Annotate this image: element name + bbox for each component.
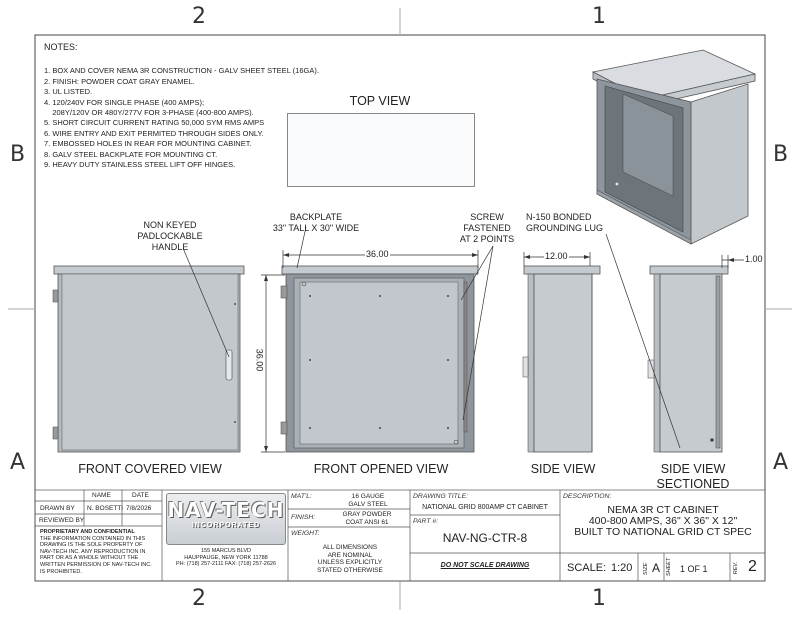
tb-size-label: SIZE xyxy=(643,562,650,576)
note-line: 4. 120/240V FOR SINGLE PHASE (400 AMPS); xyxy=(44,97,205,107)
tb-sheet-label: SHEET xyxy=(666,557,673,577)
tb-reviewed-by-label: REVIEWED BY xyxy=(39,517,85,524)
tb-rev-label: REV. xyxy=(733,561,740,575)
tb-do-not-scale: DO NOT SCALE DRAWING xyxy=(440,562,530,569)
tb-rev: 2 xyxy=(748,558,757,575)
tb-description-label: DESCRIPTION: xyxy=(563,493,612,500)
tb-drawing-title-label: DRAWING TITLE: xyxy=(413,493,469,500)
front-opened-view xyxy=(280,265,479,453)
top-view-title: TOP VIEW xyxy=(349,94,411,108)
zone-top-left: 2 xyxy=(192,4,206,29)
top-view-drawing xyxy=(287,113,475,187)
zone-left-a: A xyxy=(10,450,26,475)
tb-description: NEMA 3R CT CABINET 400-800 AMPS, 36" X 3… xyxy=(574,504,752,538)
tb-part-number: NAV-NG-CTR-8 xyxy=(442,531,528,545)
note-line: 1. BOX AND COVER NEMA 3R CONSTRUCTION - … xyxy=(44,66,319,76)
tb-date-header: DATE xyxy=(132,492,149,499)
tb-weight-label: WEIGHT: xyxy=(291,530,320,537)
zone-bottom-left: 2 xyxy=(192,586,206,611)
zone-left-b: B xyxy=(10,142,26,167)
tb-sheet: 1 OF 1 xyxy=(680,564,708,574)
tb-finish-label: FINISH: xyxy=(291,514,316,521)
note-line: 3. UL LISTED. xyxy=(44,87,93,97)
tb-part-label: PART #: xyxy=(413,518,439,525)
note-line: 8. GALV STEEL BACKPLATE FOR MOUNTING CT. xyxy=(44,149,218,159)
side-view-title: SIDE VIEW xyxy=(530,462,596,476)
zone-bottom-right: 1 xyxy=(592,586,606,611)
front-opened-title: FRONT OPENED VIEW xyxy=(313,462,449,476)
company-address: 155 MARCUS BLVD HAUPPAUGE, NEW YORK 1178… xyxy=(175,548,277,568)
zone-top-right: 1 xyxy=(592,4,606,29)
zone-right-a: A xyxy=(773,450,789,475)
logo-main-text: NAV-TECH xyxy=(167,498,285,522)
note-line: 6. WIRE ENTRY AND EXIT PERMITED THROUGH … xyxy=(44,128,264,138)
note-line: 5. SHORT CIRCUIT CURRENT RATING 50,000 S… xyxy=(44,118,265,128)
tb-size: A xyxy=(652,561,661,575)
tb-scale-label: SCALE: xyxy=(567,562,607,574)
side-view xyxy=(522,265,601,453)
notes-header: NOTES: xyxy=(44,42,78,52)
dim-offset: 1.00 xyxy=(744,254,764,264)
logo-sub-text: INCORPORATED xyxy=(191,522,261,529)
tb-dims-note: ALL DIMENSIONS ARE NOMINAL UNLESS EXPLIC… xyxy=(317,544,383,574)
tb-proprietary: PROPRIETARY AND CONFIDENTIAL THE INFORMA… xyxy=(40,529,152,575)
tb-scale: 1:20 xyxy=(611,562,633,574)
note-line: 208Y/120V OR 480Y/277V FOR 3-PHASE (400-… xyxy=(44,108,254,118)
tb-drawn-by-label: DRAWN BY xyxy=(40,505,75,512)
tb-matl-label: MAT'L: xyxy=(291,493,312,500)
tb-drawn-by: N. BOSETTI xyxy=(87,505,124,512)
tb-name-header: NAME xyxy=(92,492,111,499)
dim-width: 36.00 xyxy=(365,249,390,259)
notes-block: NOTES: 1. BOX AND COVER NEMA 3R CONSTRUC… xyxy=(44,42,344,170)
side-sectioned-view xyxy=(647,265,729,453)
note-line: 9. HEAVY DUTY STAINLESS STEEL LIFT OFF H… xyxy=(44,160,236,170)
note-line: 2. FINISH: POWDER COAT GRAY ENAMEL. xyxy=(44,76,195,86)
zone-right-b: B xyxy=(773,142,789,167)
tb-drawn-date: 7/8/2026 xyxy=(126,505,152,512)
tb-drawing-title: NATIONAL GRID 800AMP CT CABINET xyxy=(422,504,548,511)
isometric-view xyxy=(591,49,757,245)
front-covered-view xyxy=(52,265,245,453)
note-line: 7. EMBOSSED HOLES IN REAR FOR MOUNTING C… xyxy=(44,139,252,149)
front-covered-title: FRONT COVERED VIEW xyxy=(78,462,222,476)
company-logo: NAV-TECH INCORPORATED xyxy=(166,493,286,545)
dim-depth: 12.00 xyxy=(544,251,569,261)
